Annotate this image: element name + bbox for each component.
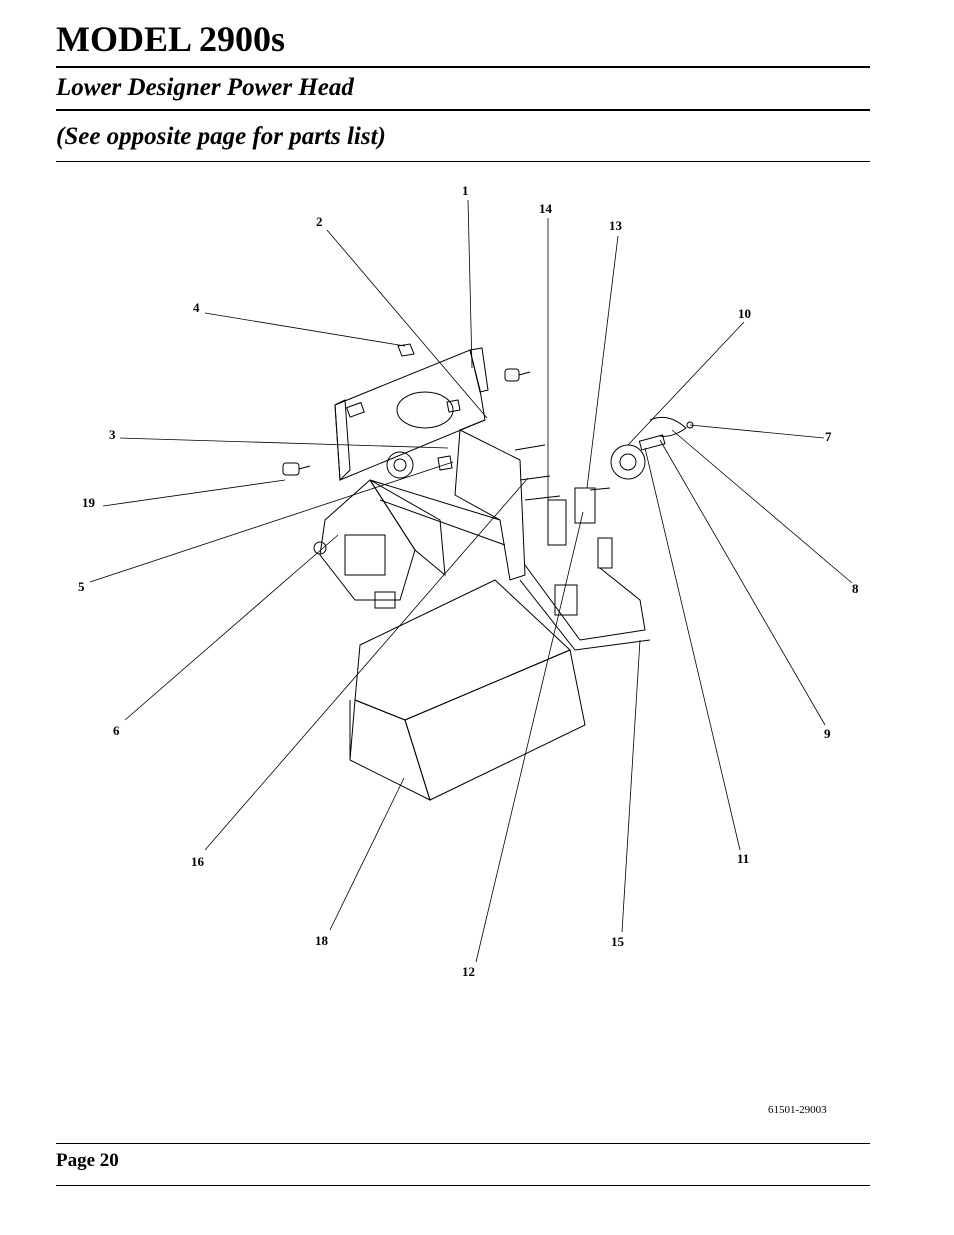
callout-14: 14 bbox=[539, 201, 553, 216]
drawing-number: 61501-29003 bbox=[768, 1104, 827, 1116]
motor-assembly bbox=[313, 479, 506, 609]
knobs-and-nuts bbox=[282, 343, 531, 479]
callout-labels: 1 2 3 4 5 6 7 8 9 10 11 12 13 14 15 16 1… bbox=[78, 183, 859, 979]
page-number: Page 20 bbox=[56, 1150, 119, 1171]
callout-6: 6 bbox=[113, 723, 120, 738]
section-subtitle: Lower Designer Power Head bbox=[56, 74, 354, 101]
cover-box bbox=[349, 579, 586, 801]
note-rule bbox=[56, 161, 870, 162]
callout-11: 11 bbox=[737, 851, 749, 866]
callout-4: 4 bbox=[193, 300, 200, 315]
gear-assembly bbox=[610, 416, 694, 480]
title-rule bbox=[56, 66, 870, 68]
parts-list-note: (See opposite page for parts list) bbox=[56, 123, 386, 150]
callout-10: 10 bbox=[738, 306, 751, 321]
mounting-bracket bbox=[334, 347, 526, 581]
footer-bottom-rule bbox=[56, 1185, 870, 1186]
callout-13: 13 bbox=[609, 218, 623, 233]
callout-19: 19 bbox=[82, 495, 96, 510]
callout-1: 1 bbox=[462, 183, 469, 198]
wire-harness bbox=[519, 564, 651, 651]
callout-8: 8 bbox=[852, 581, 859, 596]
callout-15: 15 bbox=[611, 934, 625, 949]
callout-5: 5 bbox=[78, 579, 85, 594]
subtitle-rule bbox=[56, 109, 870, 111]
callout-18: 18 bbox=[315, 933, 329, 948]
leader-lines bbox=[89, 199, 853, 963]
callout-3: 3 bbox=[109, 427, 116, 442]
callout-7: 7 bbox=[825, 429, 832, 444]
callout-12: 12 bbox=[462, 964, 475, 979]
switch-assembly bbox=[514, 444, 613, 569]
callout-16: 16 bbox=[191, 854, 205, 869]
page-title: MODEL 2900s bbox=[56, 19, 286, 59]
callout-9: 9 bbox=[824, 726, 831, 741]
footer-top-rule bbox=[56, 1143, 870, 1144]
callout-2: 2 bbox=[316, 214, 323, 229]
